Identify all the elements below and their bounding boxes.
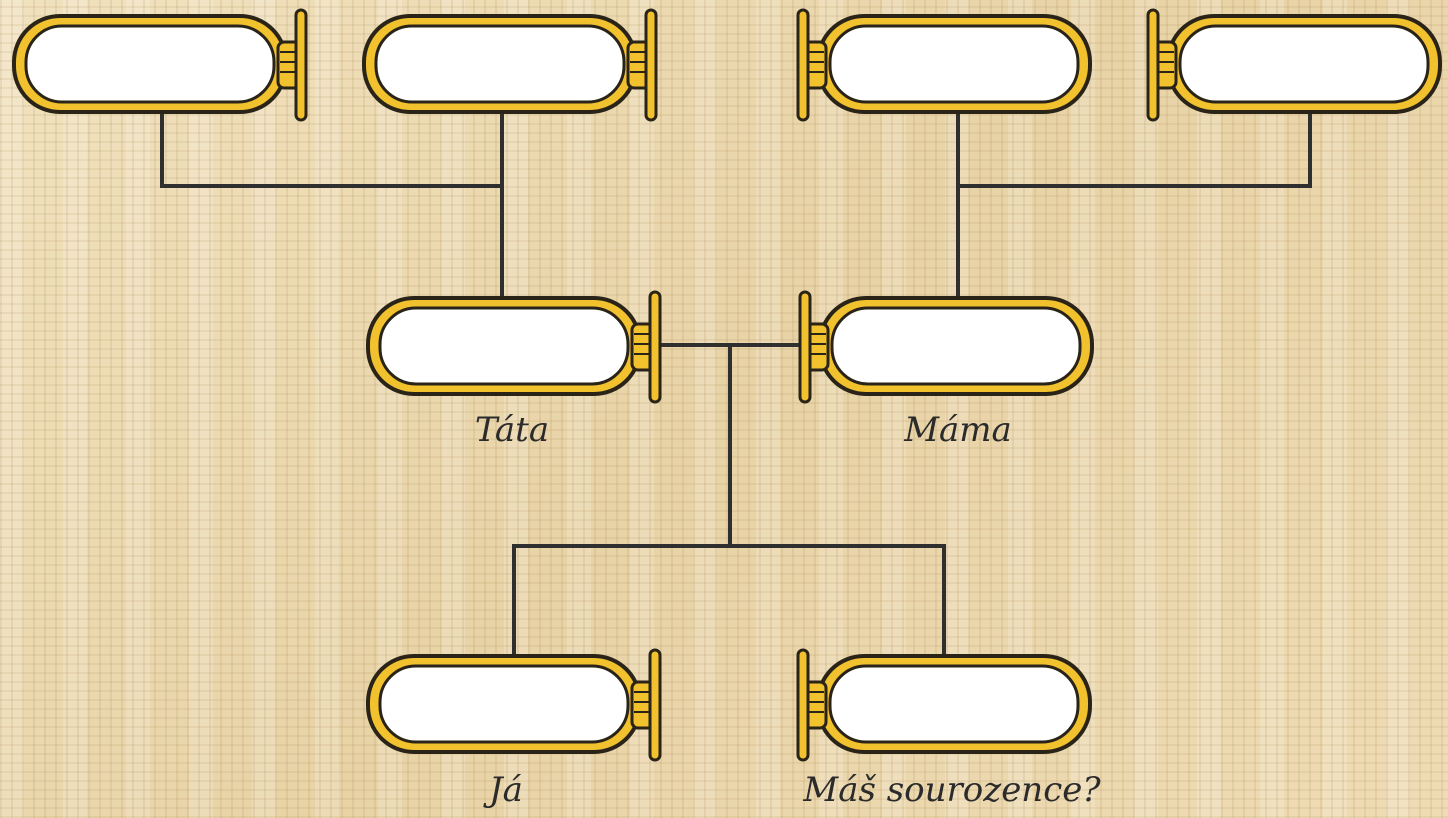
maternal-grandfather-name[interactable] bbox=[828, 28, 1080, 102]
me-caption: Já bbox=[489, 770, 523, 810]
maternal-grandfather-cartouche[interactable] bbox=[796, 6, 1096, 124]
paternal-grandmother-cartouche[interactable] bbox=[358, 6, 658, 124]
sibling-cartouche[interactable] bbox=[796, 646, 1096, 764]
mother-cartouche[interactable] bbox=[798, 288, 1098, 406]
maternal-grandmother-name[interactable] bbox=[1178, 28, 1430, 102]
paternal-grandfather-cartouche[interactable] bbox=[8, 6, 308, 124]
mother-name[interactable] bbox=[830, 310, 1082, 384]
father-name[interactable] bbox=[378, 310, 630, 384]
paternal-grandfather-name[interactable] bbox=[24, 28, 276, 102]
mother-caption: Máma bbox=[904, 410, 1012, 450]
me-cartouche[interactable] bbox=[362, 646, 662, 764]
sibling-caption: Máš sourozence? bbox=[803, 770, 1100, 810]
father-caption: Táta bbox=[475, 410, 549, 450]
father-cartouche[interactable] bbox=[362, 288, 662, 406]
sibling-name[interactable] bbox=[828, 668, 1080, 742]
paternal-grandmother-name[interactable] bbox=[374, 28, 626, 102]
maternal-grandmother-cartouche[interactable] bbox=[1146, 6, 1446, 124]
me-name[interactable] bbox=[378, 668, 630, 742]
